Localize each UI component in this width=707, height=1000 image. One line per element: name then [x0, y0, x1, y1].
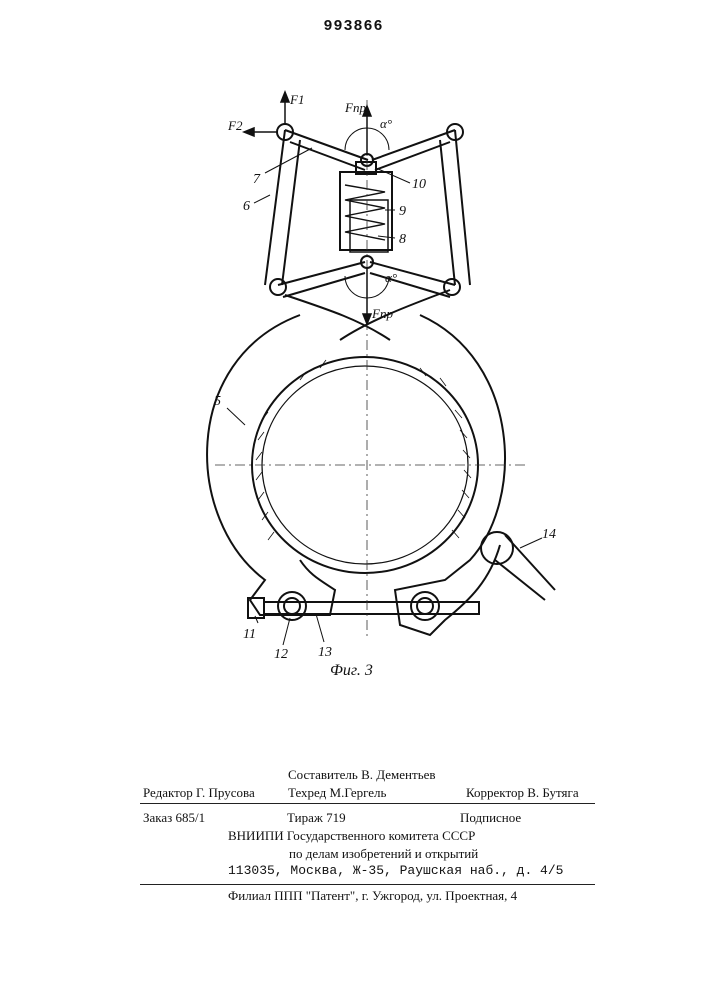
org-line-1: ВНИИПИ Государственного комитета СССР — [228, 828, 475, 844]
compiler: Составитель В. Дементьев — [288, 767, 436, 783]
techred: Техред М.Гергель — [288, 785, 386, 801]
editor: Редактор Г. Прусова — [143, 785, 255, 801]
address: 113035, Москва, Ж-35, Раушская наб., д. … — [228, 863, 563, 878]
branch: Филиал ППП "Патент", г. Ужгород, ул. Про… — [228, 888, 517, 904]
order: Заказ 685/1 — [143, 810, 205, 826]
subscription: Подписное — [460, 810, 521, 826]
circulation: Тираж 719 — [287, 810, 346, 826]
corrector: Корректор В. Бутяга — [466, 785, 579, 801]
divider-bottom — [140, 884, 595, 885]
org-line-2: по делам изобретений и открытий — [289, 846, 478, 862]
divider-top — [140, 803, 595, 804]
